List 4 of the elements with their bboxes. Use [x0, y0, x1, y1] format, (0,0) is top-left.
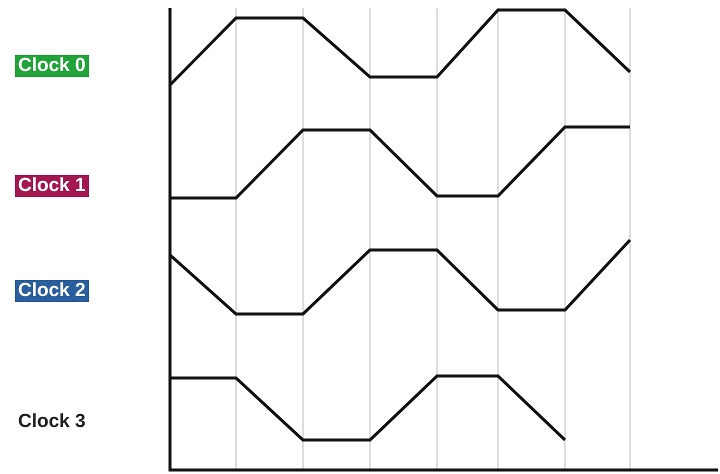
- signal-label-tag: Clock 0: [15, 55, 89, 77]
- signal-label-tag: Clock 1: [15, 175, 89, 197]
- signal-label-tag: Clock 2: [15, 280, 89, 302]
- signal-label: Clock 3: [17, 411, 87, 433]
